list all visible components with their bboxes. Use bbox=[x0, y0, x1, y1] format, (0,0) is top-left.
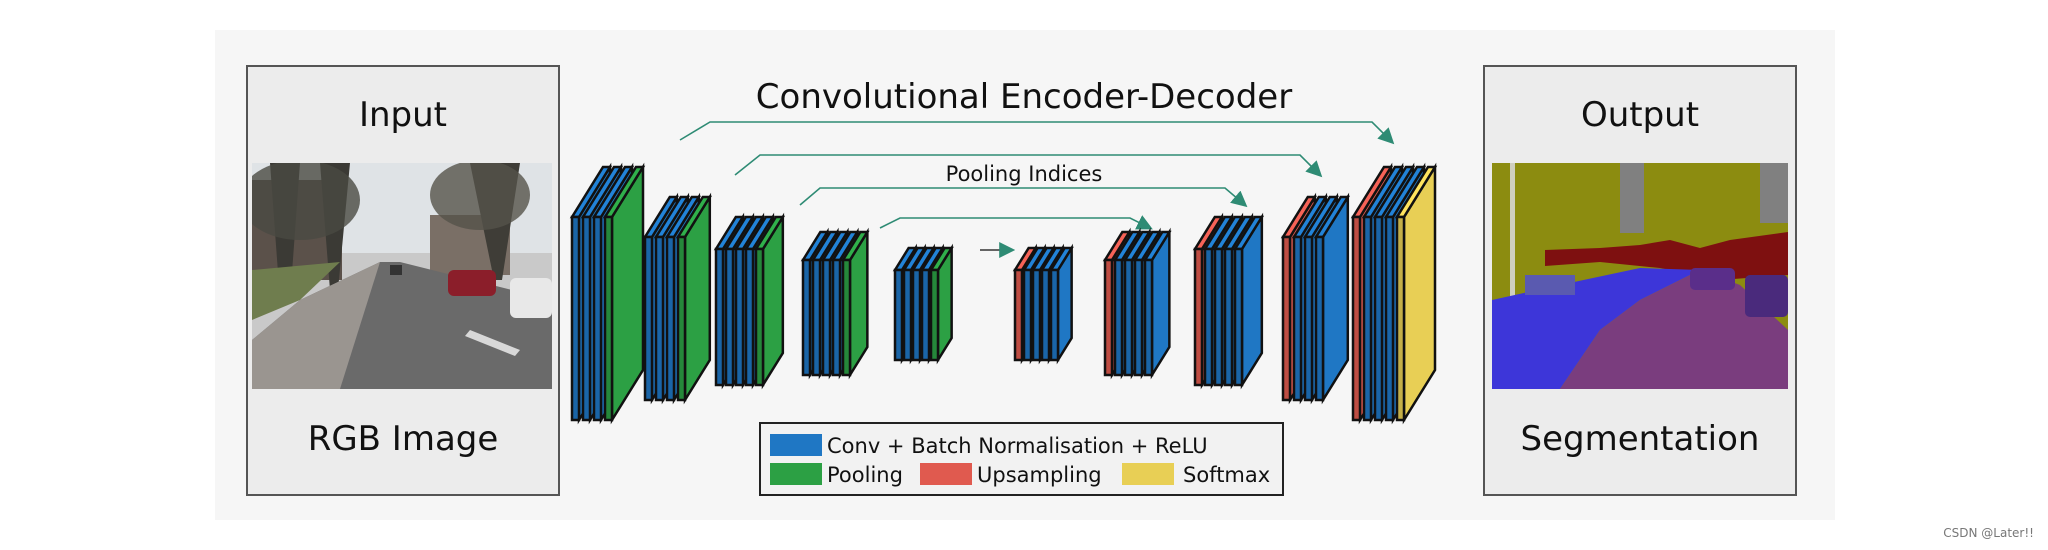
decoder-stage-3 bbox=[1195, 217, 1262, 385]
diagram-title: Convolutional Encoder-Decoder bbox=[756, 77, 1292, 117]
legend-swatch-softmax bbox=[1122, 463, 1174, 485]
output-panel-title: Output bbox=[1485, 95, 1795, 135]
conv-layer bbox=[1316, 197, 1348, 400]
conv-layer bbox=[1051, 248, 1072, 360]
legend-swatch-upsampling bbox=[920, 463, 972, 485]
legend-label-conv: Conv + Batch Normalisation + ReLU bbox=[827, 434, 1208, 458]
decoder-stage-4 bbox=[1283, 197, 1348, 400]
conv-layer bbox=[1235, 217, 1262, 385]
pooling-layer bbox=[756, 217, 783, 385]
encoder-stage-4 bbox=[803, 232, 867, 375]
legend-swatch-conv bbox=[770, 434, 822, 456]
output-panel: Output Segmentation bbox=[1483, 65, 1797, 496]
watermark: CSDN @Later!! bbox=[1943, 526, 2034, 540]
encoder-stage-3 bbox=[716, 217, 783, 385]
legend-label-softmax: Softmax bbox=[1183, 463, 1270, 487]
pooling-layer bbox=[931, 248, 952, 360]
output-panel-caption: Segmentation bbox=[1485, 419, 1795, 459]
legend: Conv + Batch Normalisation + ReLU Poolin… bbox=[760, 423, 1283, 495]
input-panel-caption: RGB Image bbox=[248, 419, 558, 459]
encoder-stage-2 bbox=[645, 197, 710, 400]
encoder-stage-1 bbox=[572, 167, 643, 420]
legend-label-upsampling: Upsampling bbox=[977, 463, 1102, 487]
decoder-stage-5 bbox=[1353, 167, 1435, 420]
legend-swatch-pooling bbox=[770, 463, 822, 485]
pooling-layer bbox=[678, 197, 710, 400]
input-panel: Input RGB Image bbox=[246, 65, 560, 496]
pooling-indices-label: Pooling Indices bbox=[946, 162, 1103, 186]
conv-layer bbox=[1145, 232, 1169, 375]
legend-label-pooling: Pooling bbox=[827, 463, 903, 487]
decoder-stage-2 bbox=[1105, 232, 1169, 375]
encoder-stage-5 bbox=[895, 248, 952, 360]
input-panel-title: Input bbox=[248, 95, 558, 135]
pooling-layer bbox=[843, 232, 867, 375]
decoder-stage-1 bbox=[1015, 248, 1072, 360]
